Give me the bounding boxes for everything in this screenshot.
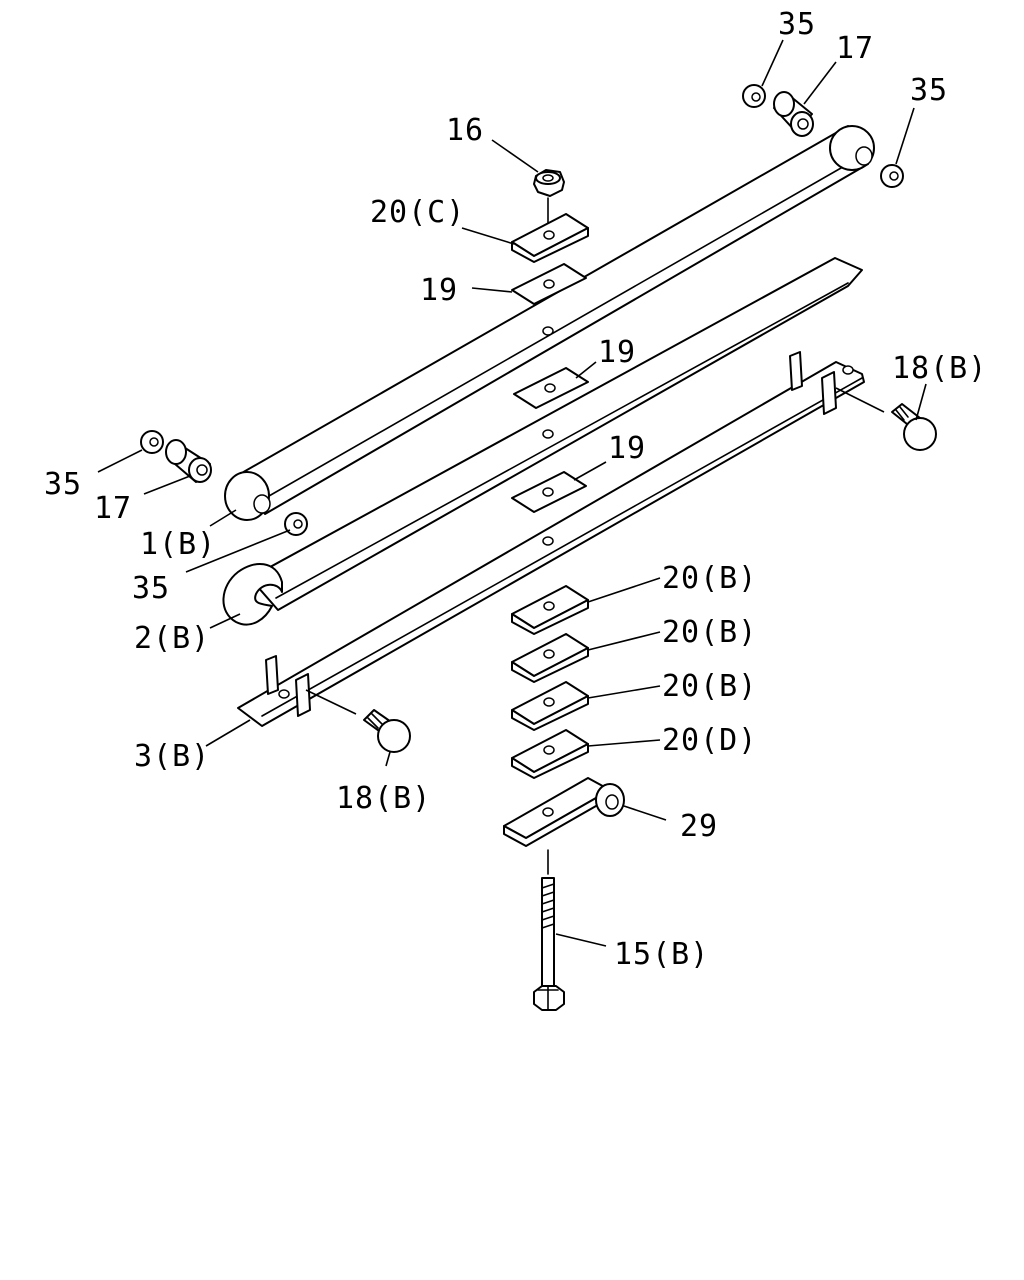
center-bolt-15 (533, 877, 565, 1011)
callout-18b-right: 18(B) (892, 351, 987, 386)
callout-15b: 15(B) (614, 937, 709, 972)
leaf-spring-1 (224, 125, 875, 521)
leaf-spring-3 (237, 351, 865, 727)
callout-35-left-top: 35 (44, 467, 82, 502)
washer-35-top-right (880, 164, 904, 188)
callout-35-top-left: 35 (778, 7, 816, 42)
spacer-19-middle (513, 367, 589, 409)
callout-17-left: 17 (94, 491, 132, 526)
callout-18b-left: 18(B) (336, 781, 431, 816)
callout-16: 16 (446, 113, 484, 148)
eye-plate-29 (503, 777, 625, 875)
callout-20b-1: 20(B) (662, 561, 757, 596)
leader-lines (97, 39, 927, 947)
bushing-17-left (165, 439, 212, 483)
callout-3b: 3(B) (134, 739, 210, 774)
callout-17-top: 17 (836, 31, 874, 66)
callout-29: 29 (680, 809, 718, 844)
callout-19-top: 19 (420, 273, 458, 308)
callout-19-lower: 19 (608, 431, 646, 466)
washer-35-left-bottom (284, 512, 308, 536)
washer-35-top-left (742, 84, 766, 108)
plate-20d (511, 729, 589, 779)
plate-20c (511, 213, 589, 263)
bushing-17-top (773, 91, 814, 137)
spacer-19-top (511, 263, 587, 305)
spacer-19-lower (511, 471, 587, 513)
callout-20b-2: 20(B) (662, 615, 757, 650)
callout-35-top-right: 35 (910, 73, 948, 108)
callout-labels: 35 17 35 16 20(C) 19 19 18(B) 19 35 17 1… (44, 7, 987, 972)
callout-1b: 1(B) (140, 527, 216, 562)
callout-2b: 2(B) (134, 621, 210, 656)
bolt-18-right (835, 387, 937, 451)
washer-35-left-top (140, 430, 164, 454)
bolt-18-left (305, 689, 411, 753)
plate-20b-2 (511, 633, 589, 683)
callout-20d: 20(D) (662, 723, 757, 758)
callout-20b-3: 20(B) (662, 669, 757, 704)
nut-16 (533, 169, 565, 233)
leaf-spring-2 (222, 257, 863, 626)
callout-19-middle: 19 (598, 335, 636, 370)
plate-20b-1 (511, 585, 589, 635)
callout-35-left-bottom: 35 (132, 571, 170, 606)
callout-20c: 20(C) (370, 195, 465, 230)
plate-20b-3 (511, 681, 589, 731)
